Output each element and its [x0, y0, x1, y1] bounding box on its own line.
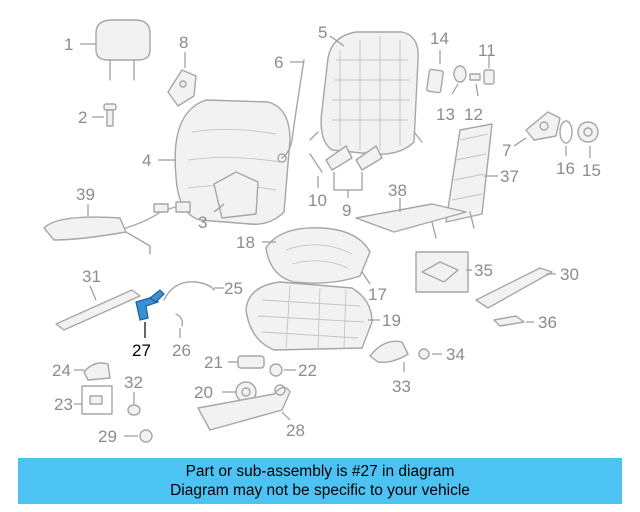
callout-36[interactable]: 36: [538, 313, 557, 332]
part-4-seatback-cushion[interactable]: [174, 99, 291, 225]
callout-29[interactable]: 29: [98, 427, 117, 446]
callout-3[interactable]: 3: [198, 213, 207, 232]
part-16-ring[interactable]: [559, 120, 573, 144]
part-38-pad[interactable]: [355, 203, 475, 239]
callout-27[interactable]: 27: [132, 341, 151, 360]
part-15-gear[interactable]: [577, 121, 599, 143]
callout-15[interactable]: 15: [582, 161, 601, 180]
callout-18[interactable]: 18: [236, 233, 255, 252]
callout-37[interactable]: 37: [500, 167, 519, 186]
callout-38[interactable]: 38: [388, 181, 407, 200]
callout-28[interactable]: 28: [286, 421, 305, 440]
part-8-bracket[interactable]: [167, 69, 197, 107]
part-35-switch-assembly[interactable]: [415, 251, 469, 293]
callout-23[interactable]: 23: [54, 395, 73, 414]
callout-7[interactable]: 7: [502, 141, 511, 160]
part-5-seatback-frame[interactable]: [309, 31, 423, 155]
callout-25[interactable]: 25: [224, 279, 243, 298]
part-30-side-cover[interactable]: [475, 267, 553, 309]
part-25-cable[interactable]: [163, 281, 215, 301]
callout-34[interactable]: 34: [446, 345, 465, 364]
part-37-back-panel[interactable]: [445, 123, 493, 223]
callout-17[interactable]: 17: [368, 285, 387, 304]
callout-16[interactable]: 16: [556, 159, 575, 178]
callout-5[interactable]: 5: [318, 23, 327, 42]
callout-14[interactable]: 14: [430, 29, 449, 48]
part-27-highlighted[interactable]: [135, 289, 165, 321]
part-14-plate[interactable]: [426, 68, 444, 94]
banner-line-2: Diagram may not be specific to your vehi…: [170, 482, 470, 499]
info-banner: Part or sub-assembly is #27 in diagram D…: [18, 458, 622, 504]
part-10-pin[interactable]: [309, 153, 323, 173]
callout-21[interactable]: 21: [204, 353, 223, 372]
part-31-side-trim[interactable]: [55, 289, 141, 331]
callout-26[interactable]: 26: [172, 341, 191, 360]
part-28-lower-cover[interactable]: [197, 384, 291, 431]
callout-30[interactable]: 30: [560, 265, 579, 284]
callout-39[interactable]: 39: [76, 185, 95, 204]
callout-13[interactable]: 13: [436, 105, 455, 124]
callout-4[interactable]: 4: [142, 151, 151, 170]
part-9-brackets[interactable]: [325, 145, 383, 171]
callout-2[interactable]: 2: [78, 108, 87, 127]
callout-35[interactable]: 35: [474, 261, 493, 280]
callout-22[interactable]: 22: [298, 361, 317, 380]
part-24-bracket[interactable]: [83, 362, 111, 381]
part-39-heater-mat[interactable]: [43, 201, 191, 255]
callout-20[interactable]: 20: [194, 383, 213, 402]
callout-9[interactable]: 9: [342, 201, 351, 220]
callout-10[interactable]: 10: [308, 191, 327, 210]
part-21-motor[interactable]: [237, 355, 265, 369]
part-7-recliner-plate[interactable]: [525, 111, 561, 141]
part-19-seat-frame[interactable]: [245, 281, 373, 351]
part-33-knob-cover[interactable]: [369, 340, 409, 364]
part-36-lever[interactable]: [493, 315, 525, 327]
part-6-cable[interactable]: [277, 59, 305, 163]
part-22-bushing[interactable]: [269, 363, 283, 377]
part-17-seat-cushion[interactable]: [265, 227, 371, 284]
callout-31[interactable]: 31: [82, 267, 101, 286]
part-34-screw[interactable]: [418, 348, 430, 360]
part-13-knob[interactable]: [453, 65, 467, 83]
callout-24[interactable]: 24: [52, 361, 71, 380]
part-26-clip[interactable]: [175, 313, 184, 327]
callout-6[interactable]: 6: [274, 53, 283, 72]
seat-parts-diagram: 1 2 8 4 3 6 5 10: [43, 19, 601, 446]
callout-11[interactable]: 11: [478, 41, 496, 60]
part-2-bolt[interactable]: [103, 103, 117, 127]
part-32-cap[interactable]: [127, 404, 141, 416]
part-1-headrest[interactable]: [95, 19, 151, 81]
part-23-connector-kit[interactable]: [81, 385, 113, 415]
callout-1[interactable]: 1: [64, 35, 73, 54]
part-12-clip[interactable]: [469, 73, 481, 81]
part-29-cap[interactable]: [139, 429, 153, 443]
callout-12[interactable]: 12: [464, 105, 483, 124]
callout-32[interactable]: 32: [124, 373, 143, 392]
callout-19[interactable]: 19: [382, 311, 401, 330]
banner-line-1: Part or sub-assembly is #27 in diagram: [185, 463, 455, 480]
part-3-cover[interactable]: [213, 171, 259, 219]
callout-33[interactable]: 33: [392, 377, 411, 396]
callout-8[interactable]: 8: [179, 33, 188, 52]
part-11-clip[interactable]: [483, 69, 495, 85]
